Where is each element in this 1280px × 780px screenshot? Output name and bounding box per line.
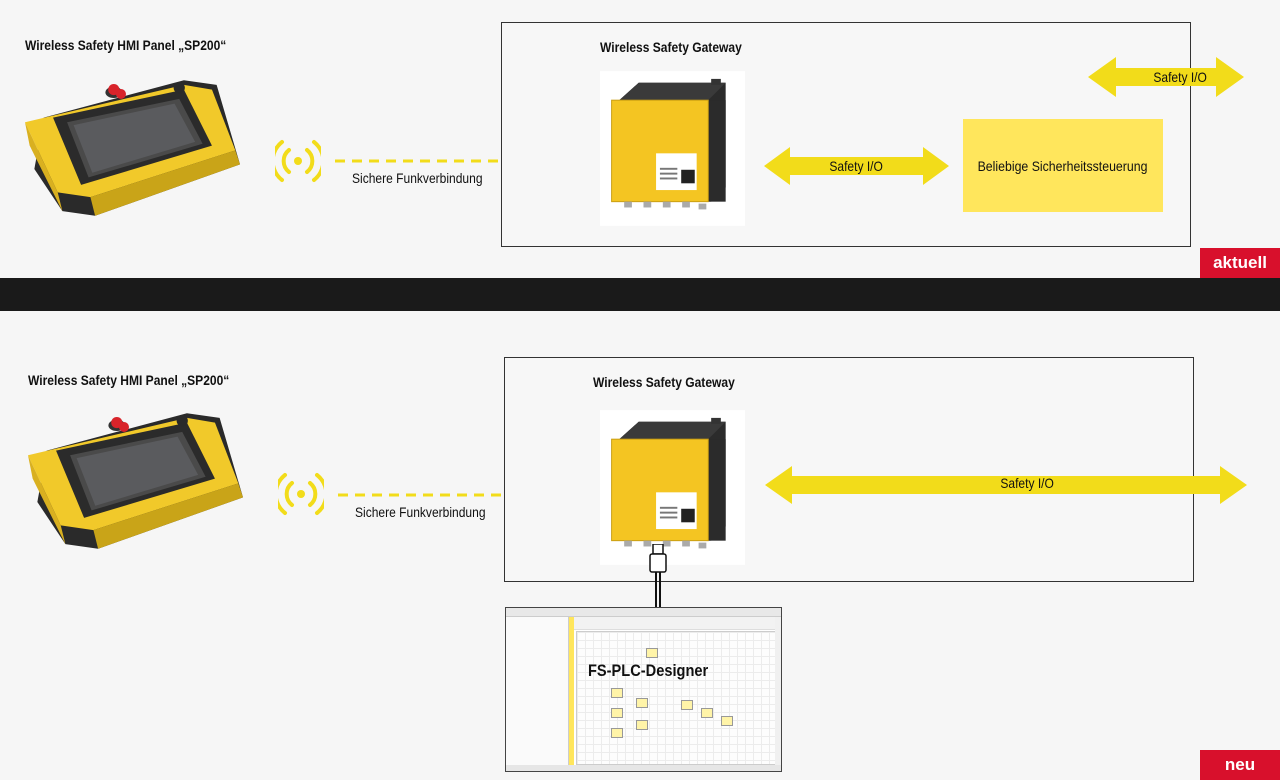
new-section: Wireless Safety HMI Panel „SP200“ Sicher… xyxy=(0,311,1280,780)
hmi-panel-image xyxy=(28,413,243,549)
wireless-link-label: Sichere Funkverbindung xyxy=(355,504,486,520)
software-block xyxy=(646,648,658,658)
wireless-link-line xyxy=(335,159,515,163)
status-badge-new: neu xyxy=(1200,750,1280,780)
software-canvas xyxy=(576,631,776,765)
hmi-panel-title: Wireless Safety HMI Panel „SP200“ xyxy=(25,37,227,53)
software-right-strip xyxy=(775,617,781,767)
gateway-frame: Wireless Safety Gateway Safety I/O Belie… xyxy=(501,22,1191,247)
gateway-title: Wireless Safety Gateway xyxy=(593,374,735,390)
hmi-panel-title: Wireless Safety HMI Panel „SP200“ xyxy=(28,372,230,388)
safety-io-top-label: Safety I/O xyxy=(1153,69,1207,85)
software-block xyxy=(636,698,648,708)
safety-io-label: Safety I/O xyxy=(829,158,883,174)
safety-io-label: Safety I/O xyxy=(1000,475,1054,491)
software-sidebar xyxy=(506,617,569,767)
emergency-stop-icon xyxy=(116,89,126,99)
wireless-link-line xyxy=(338,493,518,497)
software-block xyxy=(681,700,693,710)
safety-controller-box: Beliebige Sicherheitssteuerung xyxy=(963,119,1163,212)
safety-controller-label: Beliebige Sicherheitssteuerung xyxy=(978,157,1148,174)
software-titlebar xyxy=(506,608,781,617)
gateway-title: Wireless Safety Gateway xyxy=(600,39,742,55)
software-block xyxy=(636,720,648,730)
software-toolbar xyxy=(574,617,779,630)
software-block xyxy=(611,708,623,718)
gateway-frame: Wireless Safety Gateway Safety I/O xyxy=(504,357,1247,582)
software-tool-strip xyxy=(569,617,574,767)
safety-io-arrow xyxy=(765,466,1247,504)
section-divider xyxy=(0,278,1280,311)
gateway-device-image xyxy=(600,71,745,226)
software-block xyxy=(701,708,713,718)
software-statusbar xyxy=(506,765,781,771)
gateway-device-image xyxy=(600,410,745,565)
wireless-signal-icon xyxy=(278,471,324,517)
software-title: FS-PLC-Designer xyxy=(588,661,709,680)
software-block xyxy=(611,728,623,738)
hmi-panel-image xyxy=(25,80,240,216)
wireless-signal-icon xyxy=(275,138,321,184)
safety-io-arrow xyxy=(764,147,949,185)
software-block xyxy=(611,688,623,698)
current-section: Wireless Safety HMI Panel „SP200“ Sicher… xyxy=(0,0,1280,278)
wireless-link-label: Sichere Funkverbindung xyxy=(352,170,483,186)
safety-io-arrow-top xyxy=(1088,57,1244,97)
software-screenshot: FS-PLC-Designer xyxy=(505,607,782,772)
software-block xyxy=(721,716,733,726)
emergency-stop-icon xyxy=(119,422,129,432)
status-badge-current: aktuell xyxy=(1200,248,1280,278)
